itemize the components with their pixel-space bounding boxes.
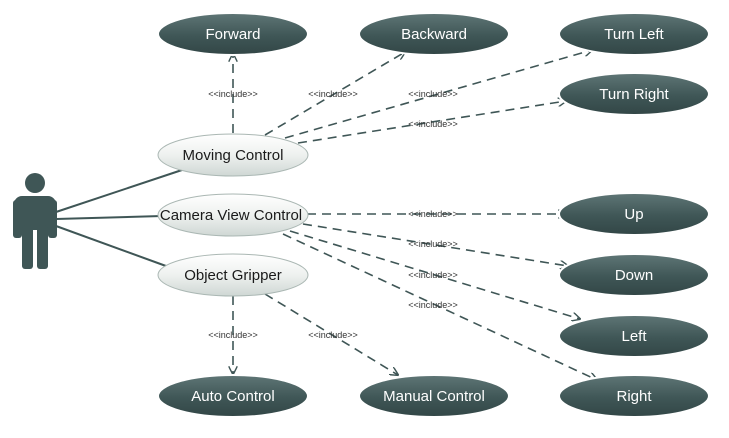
assoc-moving-control: [55, 169, 183, 213]
usecase-label: Forward: [205, 26, 260, 43]
usecase-moving-control[interactable]: Moving Control: [157, 133, 309, 177]
usecase-label: Up: [624, 206, 643, 223]
usecase-label: Turn Right: [599, 86, 669, 103]
usecase-backward[interactable]: Backward: [358, 12, 510, 56]
usecase-left[interactable]: Left: [558, 314, 710, 358]
include-labels: <<include>> <<include>> <<include>> <<in…: [208, 89, 458, 340]
include-label: <<include>>: [408, 239, 458, 249]
usecase-camera-view-control[interactable]: Camera View Control: [157, 193, 309, 237]
include-label: <<include>>: [208, 330, 258, 340]
edge-moving-backward: [264, 52, 405, 136]
usecase-label: Camera View Control: [160, 207, 302, 224]
usecase-label: Left: [621, 328, 647, 345]
usecase-right[interactable]: Right: [558, 374, 710, 418]
associations: [55, 169, 183, 267]
usecase-forward[interactable]: Forward: [157, 12, 309, 56]
include-label: <<include>>: [308, 330, 358, 340]
usecase-label: Moving Control: [183, 147, 284, 164]
usecase-auto-control[interactable]: Auto Control: [157, 374, 309, 418]
usecase-label: Turn Left: [604, 26, 664, 43]
include-label: <<include>>: [208, 89, 258, 99]
include-label: <<include>>: [408, 119, 458, 129]
usecase-label: Right: [616, 388, 652, 405]
edge-moving-turn-right: [297, 101, 566, 144]
edge-camera-left: [289, 230, 580, 319]
usecase-label: Manual Control: [383, 388, 485, 405]
usecase-manual-control[interactable]: Manual Control: [358, 374, 510, 418]
usecase-object-gripper[interactable]: Object Gripper: [157, 253, 309, 297]
include-label: <<include>>: [408, 89, 458, 99]
usecase-down[interactable]: Down: [558, 253, 710, 297]
usecase-label: Backward: [401, 26, 467, 43]
include-label: <<include>>: [408, 300, 458, 310]
edge-gripper-manual: [264, 293, 398, 375]
usecase-label: Object Gripper: [184, 267, 282, 284]
assoc-object-gripper: [55, 225, 167, 267]
edge-moving-turn-left: [284, 50, 592, 139]
assoc-camera-view-control: [55, 215, 163, 220]
include-label: <<include>>: [308, 89, 358, 99]
usecase-turn-right[interactable]: Turn Right: [558, 72, 710, 116]
include-label: <<include>>: [408, 209, 458, 219]
edge-camera-right: [282, 233, 597, 380]
usecase-label: Down: [615, 267, 653, 284]
include-edges: [233, 50, 597, 380]
include-label: <<include>>: [408, 270, 458, 280]
usecase-turn-left[interactable]: Turn Left: [558, 12, 710, 56]
usecase-up[interactable]: Up: [558, 192, 710, 236]
actor-icon: [13, 173, 57, 269]
usecase-label: Auto Control: [191, 388, 274, 405]
